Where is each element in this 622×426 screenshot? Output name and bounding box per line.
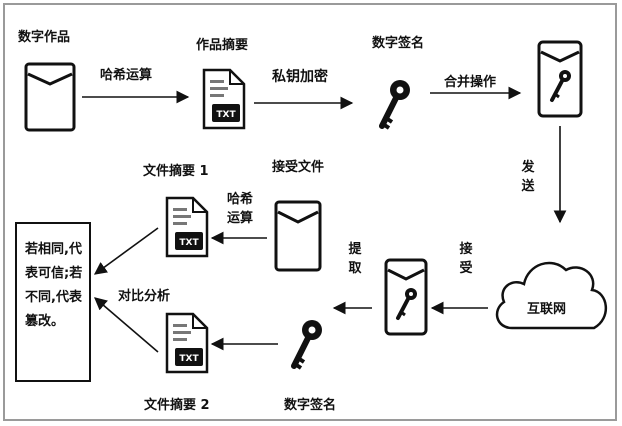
label-digital-work: 数字作品 <box>18 30 71 45</box>
conclusion-text: 若相同,代表可信;若不同,代表篡改。 <box>25 242 83 329</box>
label-received-file: 接受文件 <box>272 160 325 175</box>
received-file-envelope-icon <box>274 200 322 272</box>
document-icon: TXT <box>165 196 209 258</box>
document-icon: TXT <box>165 312 209 374</box>
cloud-icon <box>490 244 614 336</box>
key-icon <box>286 318 326 376</box>
merged-envelope-icon <box>537 40 583 118</box>
label-compare-analysis: 对比分析 <box>118 289 171 304</box>
label-work-digest: 作品摘要 <box>196 38 249 53</box>
label-hash-op-1: 哈希运算 <box>100 68 153 83</box>
label-digital-signature-top: 数字签名 <box>372 36 425 51</box>
doc-badge-label-1: TXT <box>216 110 236 120</box>
label-file-digest-1: 文件摘要 1 <box>143 164 209 179</box>
label-send: 发送 <box>521 160 535 194</box>
label-receive: 接受 <box>459 242 473 276</box>
arrow-digest1-to-conclusion <box>93 227 159 275</box>
arrow-digest2-to-conclusion <box>94 297 159 353</box>
conclusion-box: 若相同,代表可信;若不同,代表篡改。 <box>15 222 91 382</box>
doc-badge-label-3: TXT <box>179 354 199 364</box>
label-extract: 提取 <box>348 242 362 276</box>
doc-badge-label-2: TXT <box>179 238 199 248</box>
label-private-key-encrypt: 私钥加密 <box>272 69 328 85</box>
key-icon <box>374 78 414 136</box>
label-merge-op: 合并操作 <box>444 75 497 90</box>
label-hash-op-2: 哈希运算 <box>226 192 253 226</box>
label-file-digest-2: 文件摘要 2 <box>144 398 210 413</box>
document-icon: TXT <box>202 68 246 130</box>
diagram-frame <box>3 3 617 421</box>
internet-label: 互联网 <box>527 302 567 317</box>
label-digital-signature-bottom: 数字签名 <box>284 398 337 413</box>
received-envelope-icon <box>384 258 428 336</box>
envelope-icon <box>24 62 76 132</box>
